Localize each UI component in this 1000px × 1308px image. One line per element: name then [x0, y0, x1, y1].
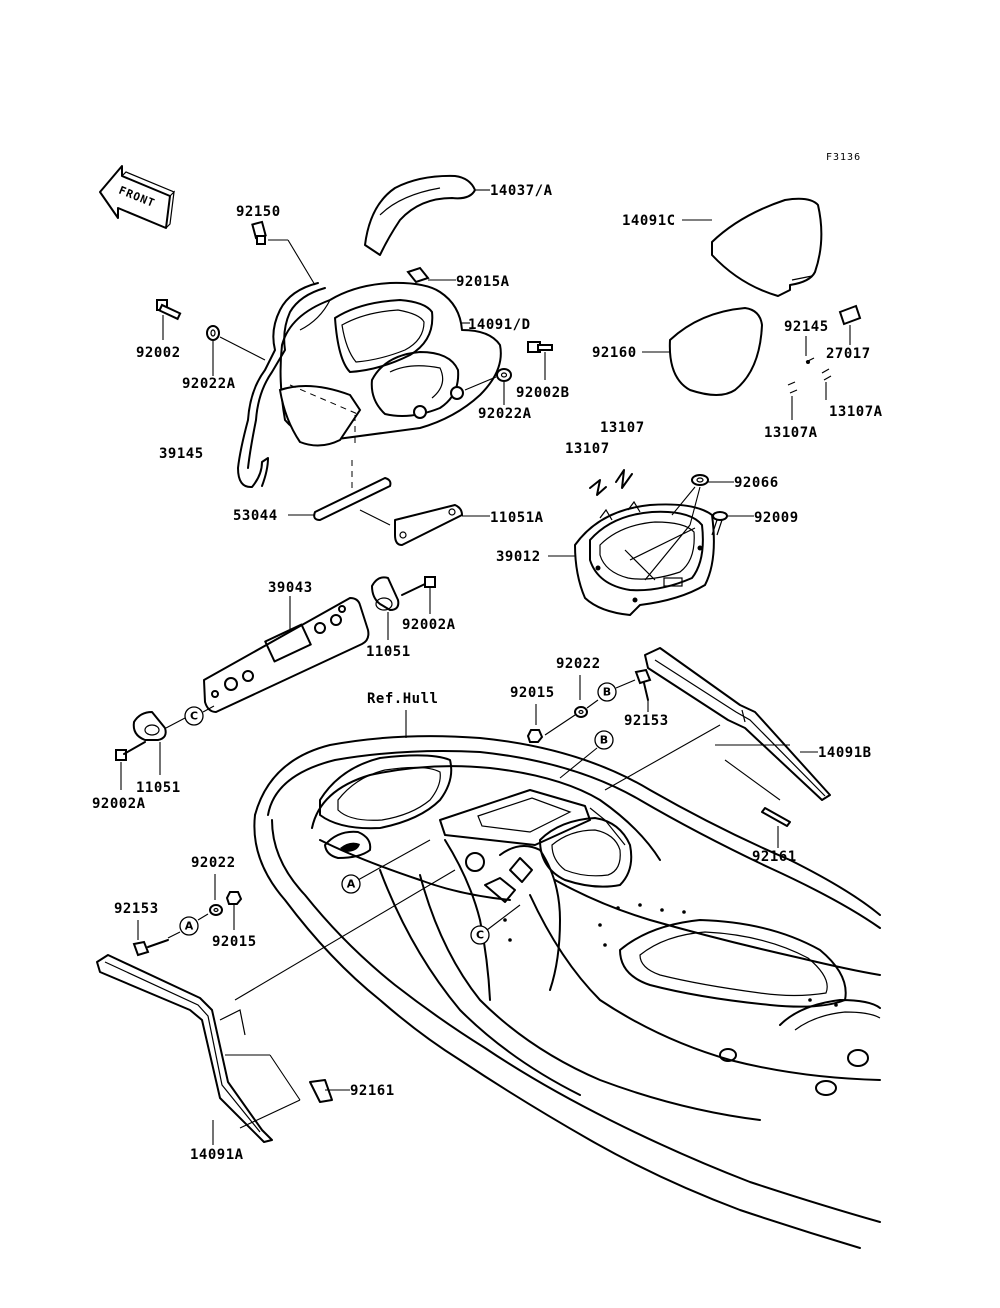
bolt-92150-icon — [251, 220, 267, 245]
label-92002A-bottom: 92002A — [92, 796, 146, 812]
part-14091D-cover — [279, 281, 502, 441]
label-11051-bottom: 11051 — [136, 780, 181, 796]
part-92009-screw — [711, 511, 728, 536]
label-92009: 92009 — [754, 510, 799, 526]
label-13107-bottom: 13107 — [565, 441, 610, 457]
part-27017-magnet — [838, 304, 862, 326]
part-92145-spring — [805, 357, 815, 364]
bolt-92002-icon — [156, 299, 182, 321]
part-11051-top-clamp — [371, 576, 400, 611]
label-53044: 53044 — [233, 508, 278, 524]
svg-text:B: B — [603, 686, 611, 699]
part-92160-pad — [668, 307, 763, 396]
callout-B-upper — [597, 682, 617, 702]
label-11051A: 11051A — [490, 510, 544, 526]
bolt-92002A-bottom-icon — [115, 741, 146, 761]
label-92015A: 92015A — [456, 274, 510, 290]
part-14091A-side-panel — [96, 954, 273, 1143]
callout-A-lower — [179, 916, 199, 936]
label-13107-top: 13107 — [600, 420, 645, 436]
part-13107-wires — [589, 469, 633, 496]
callout-C-hull — [470, 925, 490, 945]
label-92002: 92002 — [136, 345, 181, 361]
part-92161-bottom-strip — [309, 1079, 333, 1103]
part-92066-grommet — [691, 474, 709, 486]
front-arrow-icon: FRONT — [99, 165, 176, 229]
label-92022-bottom: 92022 — [191, 855, 236, 871]
part-39012-storage-box — [574, 500, 715, 616]
svg-text:A: A — [347, 878, 356, 891]
label-14037A: 14037/A — [490, 183, 553, 199]
part-14091C-lid — [711, 197, 823, 297]
washer-92022A-left-icon — [206, 325, 220, 341]
part-11051-bottom-clamp — [132, 711, 167, 741]
label-ref-hull: Ref.Hull — [367, 691, 438, 707]
part-39145-wire — [237, 282, 326, 489]
label-13107A-right: 13107A — [829, 404, 883, 420]
svg-text:C: C — [476, 929, 484, 942]
part-11051A-bracket — [394, 504, 463, 546]
bolt-92153-top-icon — [634, 668, 652, 701]
figure-code: F3136 — [826, 152, 861, 163]
label-92066: 92066 — [734, 475, 779, 491]
part-39043-panel — [203, 597, 370, 713]
label-92153-bottom: 92153 — [114, 901, 159, 917]
bolt-92002A-top-icon — [401, 576, 436, 596]
svg-text:B: B — [600, 734, 608, 747]
label-92145: 92145 — [784, 319, 829, 335]
label-92015-bottom: 92015 — [212, 934, 257, 950]
label-92002B: 92002B — [516, 385, 570, 401]
part-14037A-cover — [364, 174, 476, 256]
washer-92022A-right-icon — [496, 368, 512, 382]
label-11051-top: 11051 — [366, 644, 411, 660]
svg-text:C: C — [190, 710, 198, 723]
svg-text:A: A — [185, 920, 194, 933]
nut-92015-bottom-icon — [225, 891, 243, 905]
label-39043: 39043 — [268, 580, 313, 596]
label-92022A-right: 92022A — [478, 406, 532, 422]
label-92161-bottom: 92161 — [350, 1083, 395, 1099]
label-27017: 27017 — [826, 346, 871, 362]
part-92161-right-strip — [761, 807, 791, 827]
clip-92015A-icon — [406, 266, 430, 284]
label-13107A-left: 13107A — [764, 425, 818, 441]
label-14091C: 14091C — [622, 213, 676, 229]
label-14091D: 14091/D — [468, 317, 531, 333]
label-39145: 39145 — [159, 446, 204, 462]
bolt-92002B-icon — [527, 341, 553, 353]
callout-C-upper — [184, 706, 204, 726]
label-92161-right: 92161 — [752, 849, 797, 865]
part-53044-rod — [313, 477, 392, 521]
label-92015-top: 92015 — [510, 685, 555, 701]
label-92022-top: 92022 — [556, 656, 601, 672]
hull-body — [253, 735, 881, 1249]
part-14091B-side-panel — [644, 647, 831, 801]
callout-B-hull — [594, 730, 614, 750]
label-14091A: 14091A — [190, 1147, 244, 1163]
nut-92015-top-icon — [526, 729, 544, 743]
bolt-92153-bottom-icon — [132, 939, 169, 957]
label-14091B: 14091B — [818, 745, 872, 761]
callout-A-hull — [341, 874, 361, 894]
label-39012: 39012 — [496, 549, 541, 565]
part-13107A-clips — [787, 368, 832, 394]
washer-92022-bottom-icon — [209, 904, 223, 916]
washer-92022-top-icon — [574, 706, 588, 718]
label-92002A-top: 92002A — [402, 617, 456, 633]
label-92153-top: 92153 — [624, 713, 669, 729]
label-92160: 92160 — [592, 345, 637, 361]
label-92022A-left: 92022A — [182, 376, 236, 392]
label-92150: 92150 — [236, 204, 281, 220]
